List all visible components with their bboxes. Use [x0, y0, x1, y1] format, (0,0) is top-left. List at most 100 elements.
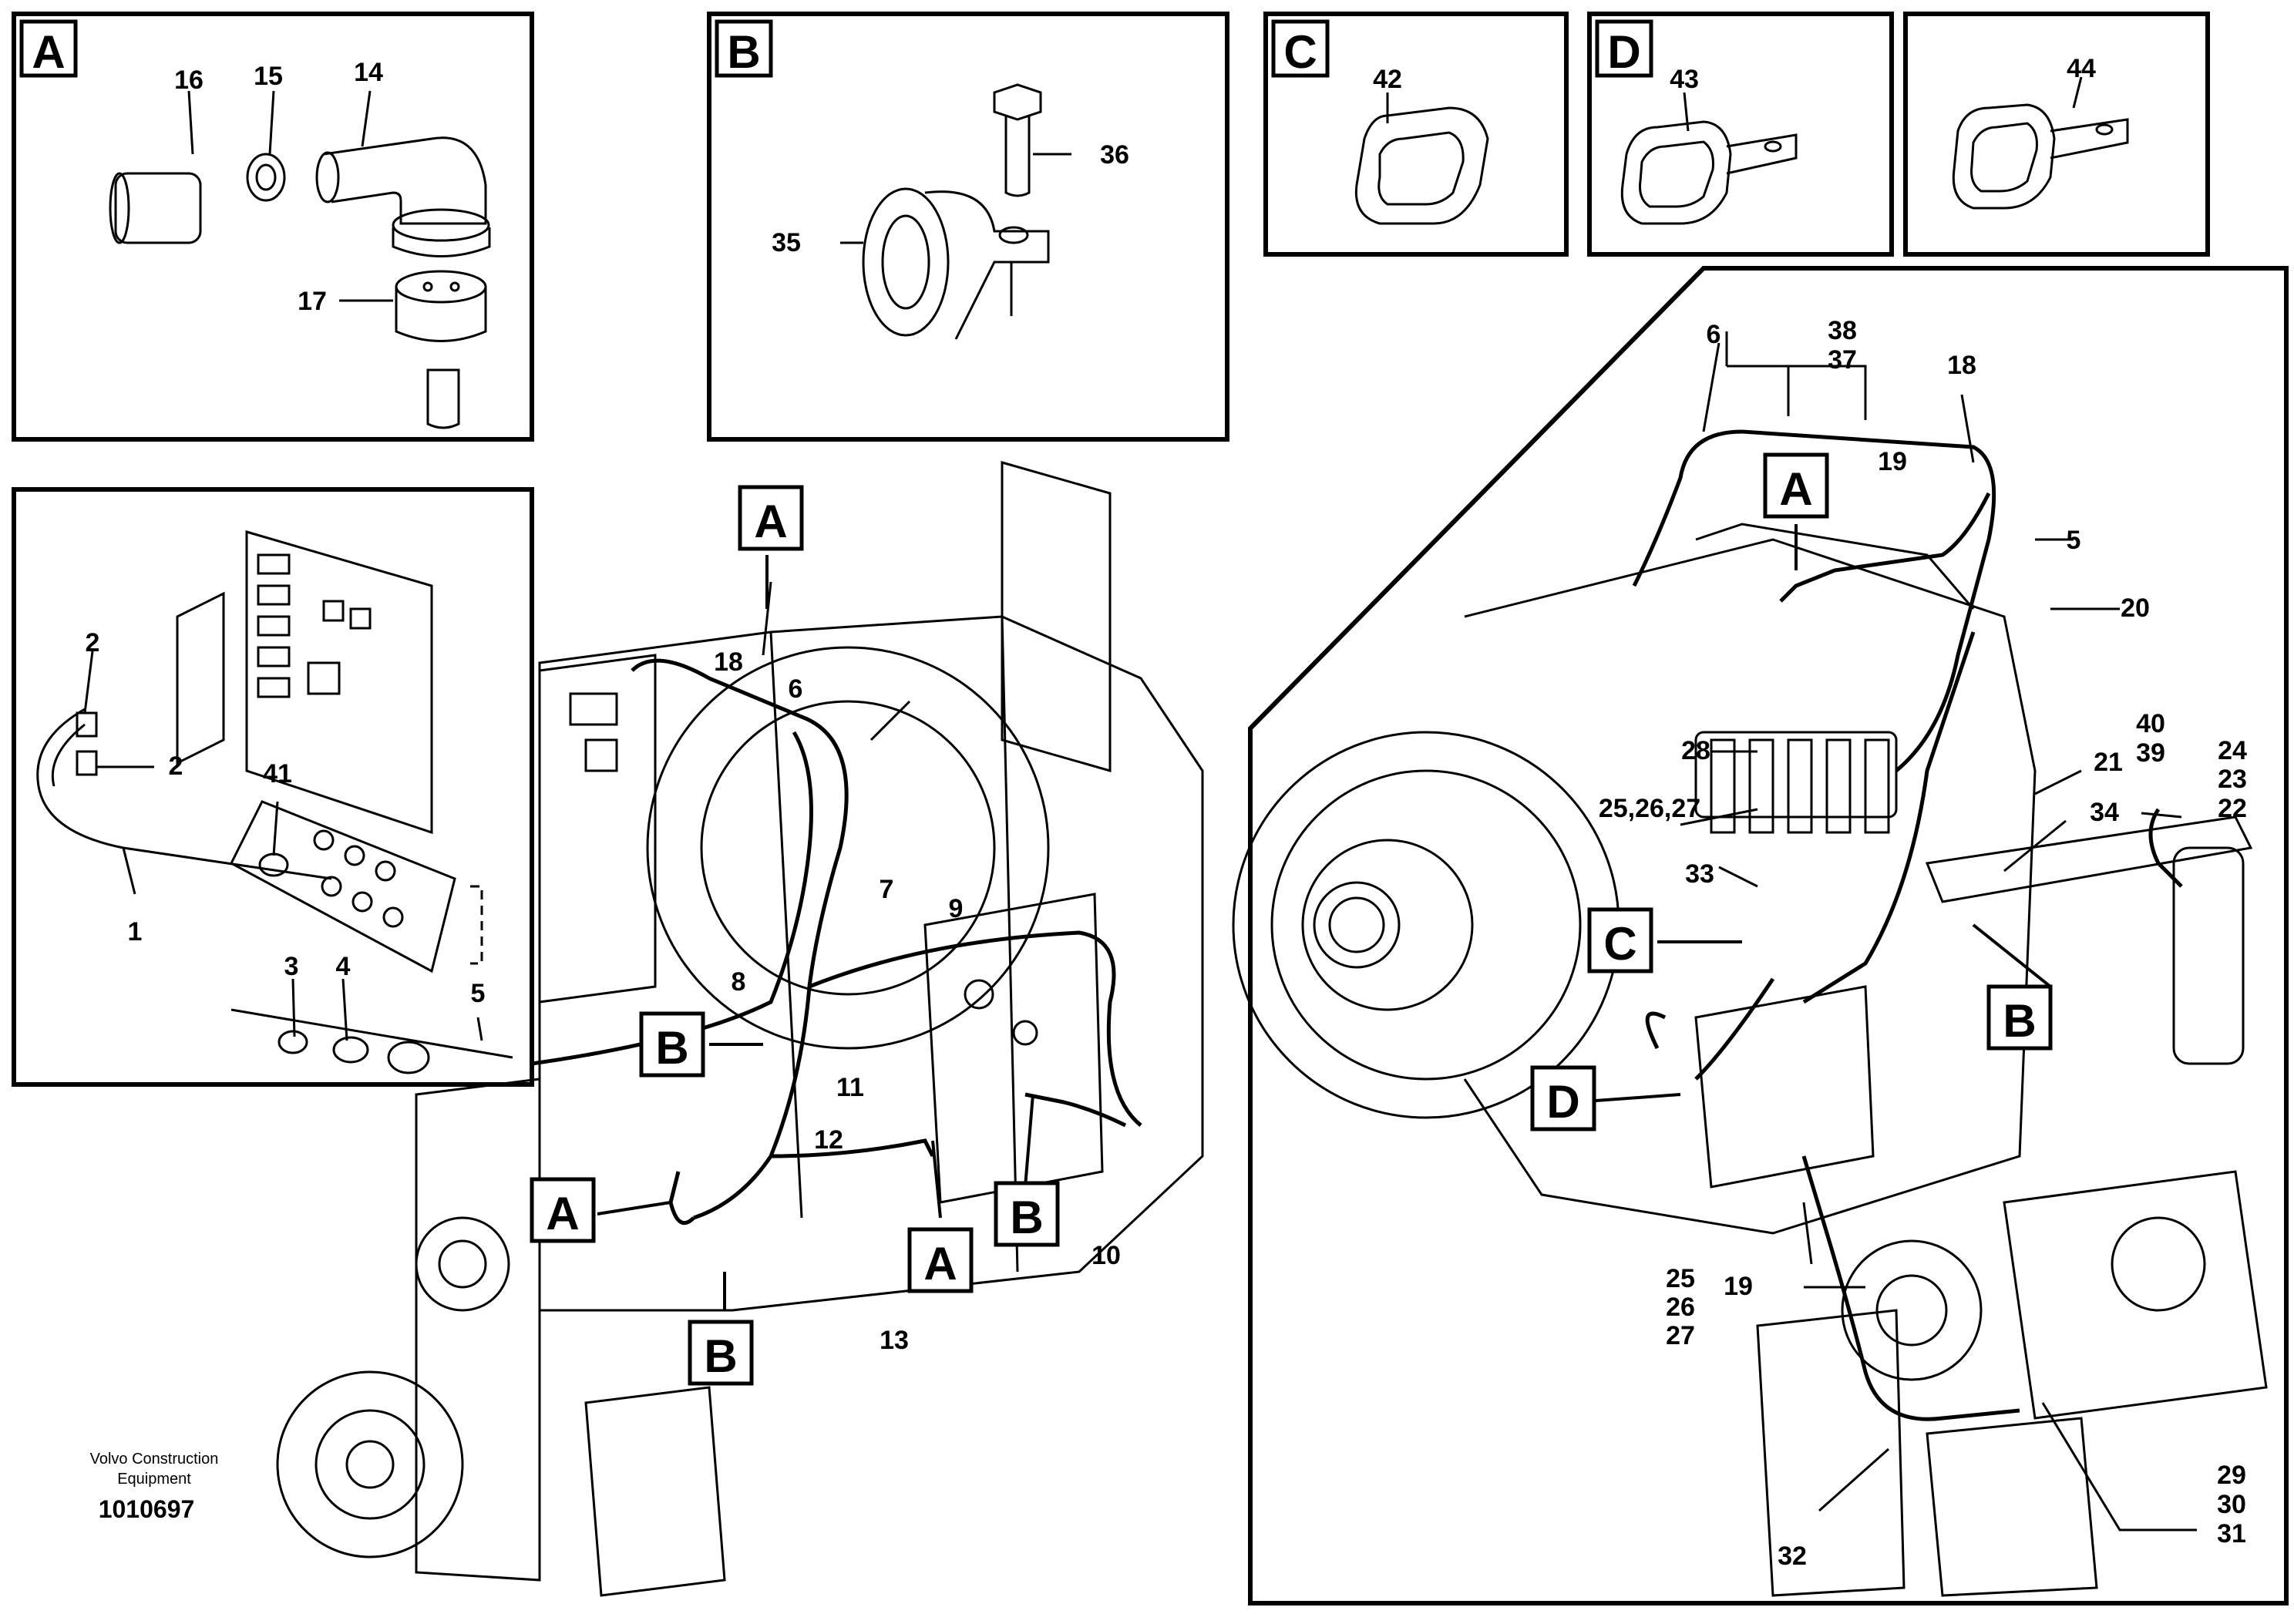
detail-tag-c-letter: C — [1283, 26, 1317, 78]
callout-39: 39 — [2136, 738, 2165, 768]
manufacturer-line-1: Volvo Construction — [89, 1451, 219, 1468]
callout-5-a: 5 — [471, 979, 486, 1008]
electrical-panel-drawing — [36, 530, 513, 1074]
svg-text:C: C — [1603, 918, 1636, 970]
transmission-main-drawing — [276, 461, 1204, 1597]
box-label-b-2: B — [994, 1181, 1060, 1247]
callout-19-b: 19 — [1724, 1272, 1753, 1301]
detail-frame-b — [707, 12, 1229, 442]
callout-37: 37 — [1828, 345, 1857, 375]
callout-33: 33 — [1685, 859, 1714, 889]
callout-40: 40 — [2136, 709, 2165, 738]
callout-23: 23 — [2218, 765, 2247, 794]
box-label-a-2: A — [530, 1177, 596, 1243]
callout-35: 35 — [772, 228, 801, 257]
svg-text:B: B — [655, 1022, 688, 1074]
svg-text:B: B — [704, 1330, 737, 1382]
detail-tag-d — [1595, 19, 1653, 78]
box-label-d: D — [1530, 1065, 1596, 1131]
detail-frame-electrical — [12, 487, 534, 1087]
detail-frame-large — [1248, 266, 2289, 1606]
callout-15: 15 — [254, 62, 283, 91]
callout-16: 16 — [174, 66, 204, 95]
callout-21: 21 — [2094, 748, 2123, 777]
callout-9: 9 — [949, 894, 964, 923]
clip-42-drawing — [1354, 106, 1489, 225]
leader-lines — [83, 76, 2197, 1532]
svg-text:D: D — [1546, 1076, 1579, 1128]
box-labels: A B A B A B A C — [530, 452, 2053, 1386]
callout-10: 10 — [1092, 1241, 1121, 1270]
callout-41: 41 — [263, 759, 292, 788]
callout-17: 17 — [298, 287, 327, 316]
callout-29: 29 — [2217, 1461, 2246, 1490]
callout-44: 44 — [2067, 54, 2096, 83]
callout-18-b: 18 — [1947, 351, 1976, 380]
box-label-a-3: A — [907, 1227, 974, 1293]
box-label-b-1: B — [639, 1011, 705, 1078]
callout-4: 4 — [336, 952, 351, 981]
callout-25: 25 — [1666, 1264, 1695, 1293]
callout-6-b: 6 — [1707, 320, 1721, 349]
callout-34: 34 — [2090, 798, 2119, 827]
manufacturer-name: Volvo Construction Equipment — [54, 1449, 254, 1489]
detail-frame-e — [1903, 12, 2210, 257]
callout-36: 36 — [1100, 140, 1129, 170]
callout-7: 7 — [880, 875, 894, 904]
callout-42: 42 — [1373, 65, 1402, 94]
clip-44-drawing — [1952, 103, 2129, 210]
callout-2-a: 2 — [86, 628, 100, 657]
callout-5-b: 5 — [2067, 526, 2081, 555]
callout-26: 26 — [1666, 1293, 1695, 1322]
transmission-detail-drawing — [1232, 523, 2268, 1597]
detail-tag-d-letter: D — [1607, 26, 1640, 78]
elbow-fitting-drawing — [109, 136, 491, 429]
wire-harness-detail — [1632, 429, 2183, 1421]
callout-14: 14 — [354, 58, 383, 87]
callout-43: 43 — [1670, 65, 1699, 94]
box-label-a-1: A — [738, 485, 804, 551]
detail-frame-a — [12, 12, 534, 442]
callout-1: 1 — [128, 917, 143, 946]
callout-22: 22 — [2218, 794, 2247, 823]
callout-28: 28 — [1681, 736, 1710, 765]
callout-32: 32 — [1778, 1542, 1807, 1571]
callout-25-26-27-a: 25,26,27 — [1599, 794, 1700, 823]
box-label-c: C — [1587, 907, 1653, 973]
callout-27: 27 — [1666, 1321, 1695, 1350]
detail-tag-c — [1271, 19, 1330, 78]
svg-text:B: B — [2003, 995, 2036, 1047]
callout-6-a: 6 — [789, 674, 803, 704]
part-callouts: 16 15 14 17 36 35 42 43 44 2 2 41 1 3 4 … — [86, 54, 2247, 1571]
callout-24: 24 — [2218, 736, 2247, 765]
callout-30: 30 — [2217, 1490, 2246, 1519]
box-label-b-4: B — [1986, 984, 2053, 1051]
detail-tag-b — [715, 19, 773, 78]
svg-text:B: B — [1010, 1192, 1043, 1243]
callout-18-a: 18 — [714, 647, 743, 677]
box-label-b-3: B — [688, 1320, 754, 1386]
callout-2-b: 2 — [169, 751, 183, 781]
detail-frame-c — [1263, 12, 1569, 257]
callout-13: 13 — [880, 1326, 909, 1355]
svg-text:A: A — [546, 1188, 579, 1239]
detail-tag-a — [19, 19, 78, 78]
clamp-bolt-drawing — [862, 83, 1050, 340]
svg-text:A: A — [754, 496, 787, 547]
detail-tag-a-letter: A — [32, 26, 65, 78]
drawing-number: 1010697 — [98, 1495, 195, 1523]
manufacturer-line-2: Equipment — [117, 1471, 191, 1488]
detail-tag-b-letter: B — [727, 26, 760, 78]
clip-43-drawing — [1620, 120, 1798, 225]
callout-11: 11 — [836, 1073, 864, 1102]
svg-text:A: A — [1779, 463, 1812, 515]
box-label-a-4: A — [1763, 452, 1829, 519]
callout-8: 8 — [732, 967, 746, 997]
callout-20: 20 — [2121, 593, 2150, 623]
svg-text:A: A — [923, 1238, 957, 1289]
callout-12: 12 — [814, 1125, 843, 1155]
callout-19-a: 19 — [1878, 447, 1907, 476]
callout-31: 31 — [2217, 1519, 2246, 1548]
callout-38: 38 — [1828, 316, 1857, 345]
